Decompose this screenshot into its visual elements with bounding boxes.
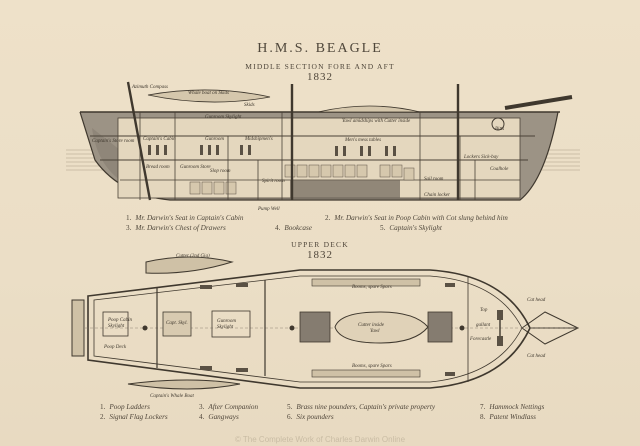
plate-year: 1832 [307,71,333,83]
copyright-notice: © The Complete Work of Charles Darwin On… [234,435,406,444]
label-chain-locker: Chain locker [424,193,450,198]
label-bitts: Bitts [495,127,504,132]
deck-legend-6: 6.Six pounders [287,413,334,421]
label-gunroom-store: Gunroom Store [180,165,211,170]
deck-legend-7: 7.Hammock Nettings [480,403,545,411]
mid-legend-1: 1.Mr. Darwin's Seat in Captain's Cabin [126,214,244,222]
label-midshipmens-berth: Midshipmen's [244,137,273,142]
label-booms-bottom: Booms, spare Spars [352,364,392,369]
label-lockers: Lockers Sick-bay [463,155,499,160]
mid-legend-3: 3.Mr. Darwin's Chest of Drawers [126,224,226,232]
label-gunroom-skylight: Gunroom Skylight [205,115,242,120]
label-cutter-inside-yawl: Cutter inside [358,323,385,328]
svg-text:Skylight: Skylight [108,324,125,329]
plate-subtitle: MIDDLE SECTION FORE AND AFT [245,62,395,71]
label-bread-room: Bread room [146,165,170,170]
label-sail-room: Sail room [424,177,444,182]
label-poop-cabin-skylight: Poop Cabin [107,318,133,323]
mid-legend-2: 2.Mr. Darwin's Seat in Poop Cabin with C… [325,214,508,222]
label-poop-deck: Poop Deck [103,345,127,350]
deck-legend-4: 4.Gangways [199,413,239,421]
label-skids: Skids [244,103,255,108]
label-gunroom: Gunroom [205,137,224,142]
label-azimuth-compass: Azimuth Compass [131,85,168,90]
label-gunroom-skylight-deck: Gunroom [217,319,236,324]
label-top-gallant: Top [480,308,488,313]
deck-legend-1: 1.Poop Ladders [100,403,150,411]
label-yawl: Yawl amidships with Cutter inside [342,119,411,124]
label-coalhole: Coalhole [490,167,509,172]
plate-title: H.M.S. BEAGLE [257,41,383,56]
label-cutter-2nd-gig: Cutter (2nd Gig) [176,254,210,259]
label-cat-head-bottom: Cat head [527,354,546,359]
deck-legend-8: 8.Patent Windlass [480,413,536,421]
deck-legend-3: 3.After Companion [199,403,259,411]
label-captains-store: Captain's Store room [92,139,135,144]
svg-text:gallant: gallant [476,323,491,328]
label-cat-head-top: Cat head [527,298,546,303]
label-spirit-room: Spirit room [262,179,285,184]
svg-text:Yawl: Yawl [370,329,380,334]
label-forecastle: Forecastle [469,337,492,342]
mid-legend-5: 5.Captain's Skylight [380,224,442,232]
label-booms-top: Booms, spare Spars [352,285,392,290]
deck-legend-2: 2.Signal Flag Lockers [100,413,168,421]
label-whale-boat: Whale boat on Skids [188,91,229,96]
label-pump-well: Pump Well [257,207,280,212]
label-slop-room: Slop room [210,169,231,174]
upper-deck-title: UPPER DECK [291,240,349,249]
label-mens-mess: Men's mess tables [344,138,381,143]
label-captains-whale-boat: Captain's Whale Boat [150,394,194,399]
label-captains-skylight: Capt. Skyl. [166,321,188,326]
deck-legend-5: 5.Brass nine pounders, Captain's private… [287,403,436,411]
svg-text:Skylight: Skylight [217,325,234,330]
upper-deck-year: 1832 [307,249,333,261]
mid-legend-4: 4.Bookcase [275,224,312,232]
label-captains-cabin: Captain's Cabin [143,137,176,142]
